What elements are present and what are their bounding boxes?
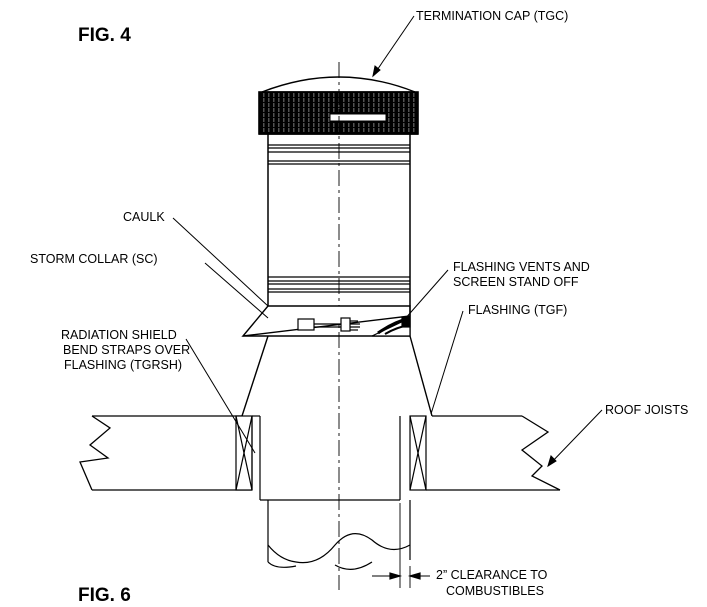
- label-radiation-shield-line3: FLASHING (TGRSH): [64, 358, 183, 372]
- lower-pipe: [267, 500, 411, 570]
- label-radiation-shield-line1: RADIATION SHIELD: [61, 328, 177, 342]
- roof-joist-right: [409, 415, 561, 491]
- leader-lines: [172, 15, 603, 468]
- label-radiation-shield-line2: BEND STRAPS OVER: [63, 343, 191, 357]
- label-caulk: CAULK: [123, 210, 165, 224]
- label-flashing-vents-line1: FLASHING VENTS AND: [453, 260, 590, 274]
- clearance-dimension: [372, 503, 430, 588]
- flashing-cone: [241, 335, 433, 417]
- figure-6-title: FIG. 6: [78, 585, 131, 606]
- label-storm-collar: STORM COLLAR (SC): [30, 252, 158, 266]
- label-flashing: FLASHING (TGF): [468, 303, 568, 317]
- radiation-shield: [251, 415, 401, 501]
- label-flashing-vents-line2: SCREEN STAND OFF: [453, 275, 579, 289]
- label-roof-joists: ROOF JOISTS: [605, 403, 689, 417]
- screen-stand-off: [371, 316, 411, 337]
- figure-4-title: FIG. 4: [78, 25, 131, 46]
- label-clearance-line1: 2” CLEARANCE TO: [436, 568, 548, 582]
- label-termination-cap: TERMINATION CAP (TGC): [416, 9, 569, 23]
- termination-cap: [258, 76, 419, 135]
- roof-joist-left: [79, 415, 253, 491]
- label-clearance-line2: COMBUSTIBLES: [446, 584, 544, 598]
- clamp-bolt: [297, 317, 360, 332]
